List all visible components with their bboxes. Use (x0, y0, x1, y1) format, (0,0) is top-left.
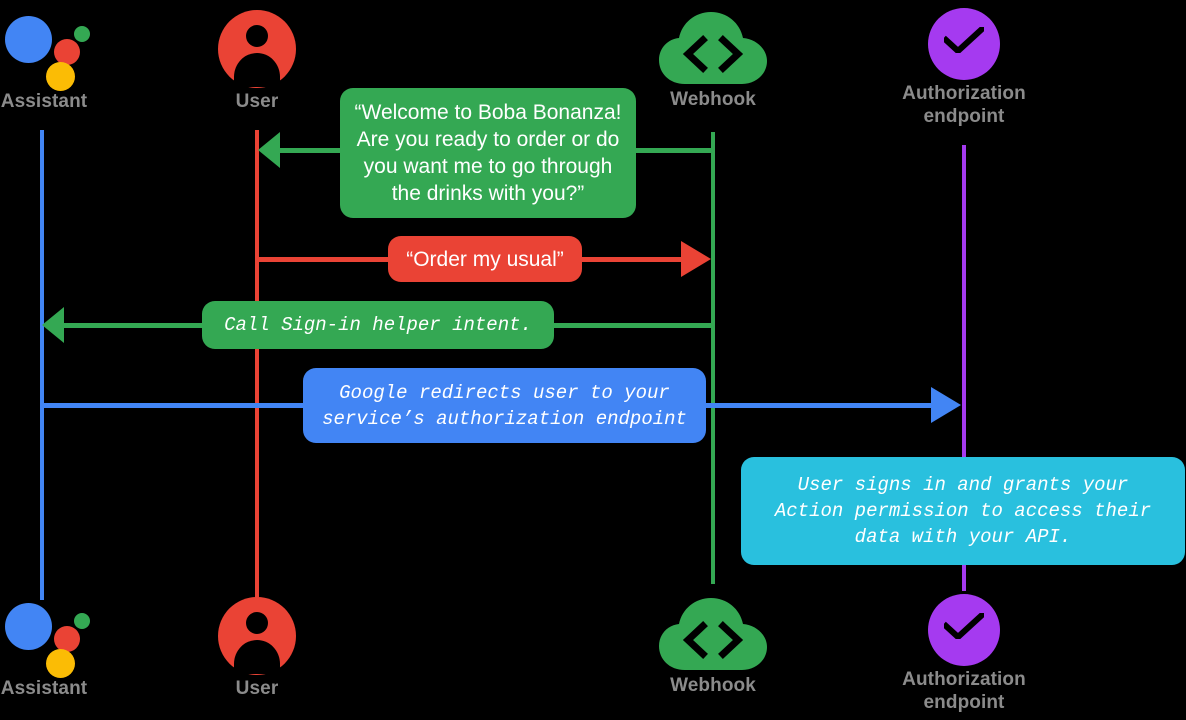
assistant-blue-dot-icon (5, 603, 52, 650)
actor-label-webhook-top: Webhook (670, 89, 756, 110)
message-bubble-welcome: “Welcome to Boba Bonanza! Are you ready … (340, 88, 636, 218)
actor-auth-top: Authorization endpoint (864, 8, 1064, 128)
message-bubble-signin-grant: User signs in and grants your Action per… (741, 457, 1185, 565)
lifeline-webhook (711, 132, 715, 584)
actor-user-bottom: User (157, 597, 357, 700)
actor-label-auth-bottom: Authorization endpoint (902, 669, 1026, 713)
assistant-blue-dot-icon (5, 16, 52, 63)
actor-label-assistant-top: Assistant (0, 91, 88, 112)
actor-assistant-top: Assistant (0, 10, 144, 113)
actor-user-top: User (157, 10, 357, 113)
actor-assistant-bottom: Assistant (0, 597, 144, 700)
message-arrowhead-signin (42, 307, 64, 343)
assistant-green-dot-icon (74, 26, 90, 42)
purple-check-circle-icon (864, 8, 1064, 82)
message-arrowhead-redirect (931, 387, 961, 423)
cloud-code-icon (613, 8, 813, 88)
message-text-order: “Order my usual” (406, 247, 564, 271)
cloud-code-icon (613, 594, 813, 674)
message-bubble-order: “Order my usual” (388, 236, 582, 282)
user-body-icon (234, 53, 280, 87)
google-assistant-icon (0, 10, 144, 91)
actor-label-assistant-bottom: Assistant (0, 678, 88, 699)
google-assistant-icon (0, 597, 144, 678)
message-text-signin: Call Sign-in helper intent. (224, 314, 532, 336)
message-bubble-redirect: Google redirects user to your service’s … (303, 368, 706, 443)
assistant-yellow-dot-icon (46, 649, 75, 678)
message-text-welcome: “Welcome to Boba Bonanza! Are you ready … (354, 101, 622, 205)
user-head-icon (246, 25, 268, 47)
user-body-icon (234, 640, 280, 674)
actor-label-user-top: User (235, 91, 279, 112)
assistant-red-dot-icon (54, 626, 80, 652)
actor-webhook-top: Webhook (613, 8, 813, 111)
assistant-yellow-dot-icon (46, 62, 75, 91)
purple-check-circle-icon (864, 594, 1064, 668)
assistant-red-dot-icon (54, 39, 80, 65)
user-head-icon (246, 612, 268, 634)
assistant-green-dot-icon (74, 613, 90, 629)
actor-webhook-bottom: Webhook (613, 594, 813, 697)
actor-label-webhook-bottom: Webhook (670, 675, 756, 696)
lifeline-user (255, 130, 259, 600)
actor-label-auth-top: Authorization endpoint (902, 83, 1026, 127)
message-arrowhead-order (681, 241, 711, 277)
user-avatar-icon (157, 597, 357, 677)
message-bubble-signin: Call Sign-in helper intent. (202, 301, 554, 349)
message-arrowhead-welcome (258, 132, 280, 168)
actor-label-user-bottom: User (235, 678, 279, 699)
actor-auth-bottom: Authorization endpoint (864, 594, 1064, 714)
message-text-signin-grant: User signs in and grants your Action per… (774, 474, 1152, 548)
message-text-redirect: Google redirects user to your service’s … (322, 381, 687, 430)
user-avatar-icon (157, 10, 357, 90)
lifeline-auth (962, 145, 966, 591)
lifeline-assistant (40, 130, 44, 600)
